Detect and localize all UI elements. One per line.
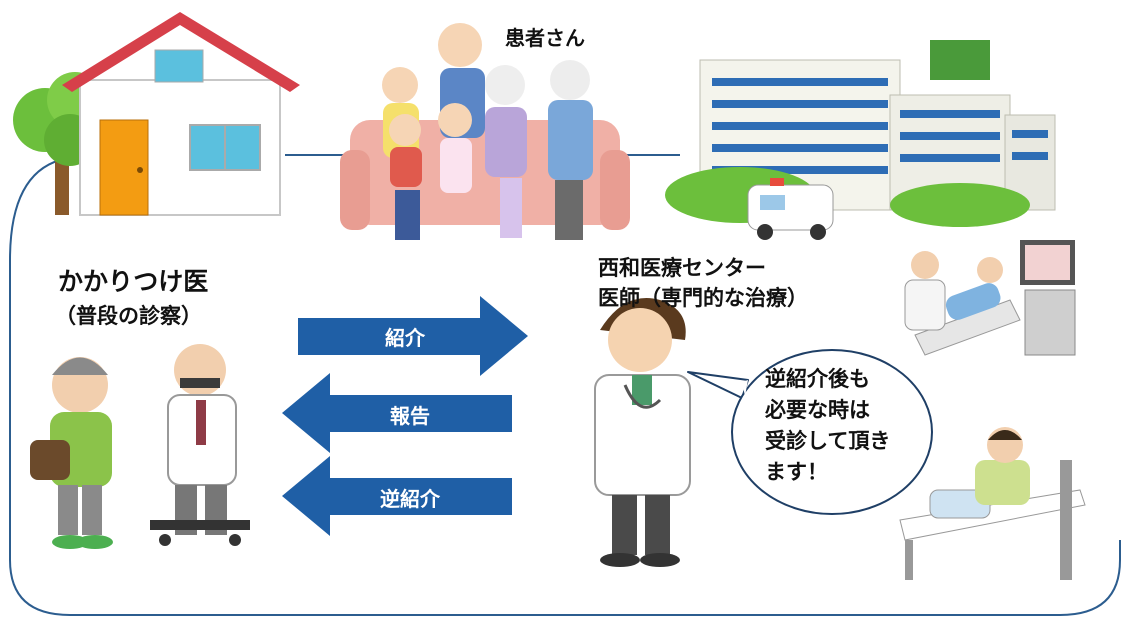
speech-bubble [687,349,933,515]
hospital-doctor-illustration [594,298,691,567]
examination-illustration [904,240,1076,356]
house-illustration [13,12,300,216]
bubble-line: 必要な時は [765,398,870,422]
bubble-line: 受診して頂き [765,429,891,453]
report-label: 報告 [390,404,430,428]
bubble-line: 逆紹介後も [765,367,870,391]
hospital-illustration [665,40,1056,240]
hospital-doctor-line2: 医師（専門的な治療） [598,286,808,310]
family-doctor-title: かかりつけ医 [58,267,209,296]
bubble-line: ます！ [765,460,828,484]
referral-label: 紹介 [385,326,425,350]
hospital-doctor-line1: 西和医療センター [598,256,766,280]
patients-label: 患者さん [505,26,585,50]
family-doctor-illustration [30,344,250,549]
family-illustration [340,23,630,240]
bed-patient-illustration [899,427,1086,580]
reverse-referral-arrow [282,456,512,536]
report-arrow [282,373,512,453]
speech-bubble-text: 逆紹介後も 必要な時は 受診して頂き ます！ [765,364,890,488]
referral-arrow [298,296,528,376]
family-doctor-subtitle: （普段の診察） [55,304,202,328]
reverse-referral-label: 逆紹介 [380,487,440,511]
